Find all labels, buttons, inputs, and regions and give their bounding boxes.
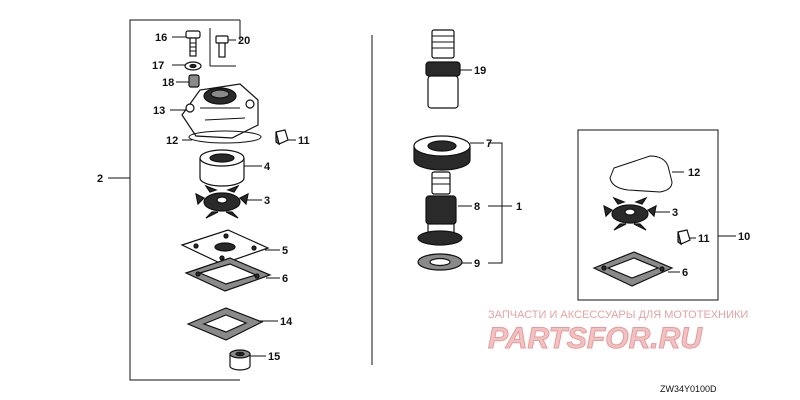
impeller-3-left	[195, 184, 249, 219]
gasket-6-left	[184, 257, 272, 292]
washer-17	[184, 61, 202, 71]
key-11	[275, 129, 289, 146]
shaft-19	[425, 29, 461, 109]
pump-housing-13	[181, 83, 259, 139]
watermark-tagline: ЗАПЧАСТИ И АКСЕССУАРЫ ДЛЯ МОТОТЕХНИКИ	[488, 309, 748, 321]
callout-14: 14	[280, 316, 293, 328]
callout-19: 19	[474, 65, 486, 77]
collar-15	[229, 349, 251, 371]
callout-7: 7	[486, 138, 492, 150]
watermark-logo: PARTSFOR.RU	[488, 322, 703, 355]
gasket-6-right	[592, 251, 674, 287]
callout-5: 5	[282, 245, 288, 257]
callout-1: 1	[516, 201, 522, 213]
callout-15: 15	[268, 351, 280, 363]
bolt-16	[185, 30, 201, 57]
callout-16: 16	[155, 32, 167, 44]
callout-11-right: 11	[698, 233, 710, 245]
callout-3-left: 3	[264, 195, 270, 207]
plate-5	[180, 229, 270, 265]
callout-17: 17	[152, 60, 164, 72]
washer-9	[417, 253, 463, 271]
callout-8: 8	[474, 201, 480, 213]
callout-6-left: 6	[282, 273, 288, 285]
seal-7	[413, 135, 471, 171]
callout-10: 10	[738, 231, 750, 243]
shaft-8	[417, 171, 463, 246]
impeller-3-right	[603, 196, 657, 231]
callout-6-right: 6	[682, 267, 688, 279]
bolt-20	[215, 35, 229, 58]
callout-12-right: 12	[688, 167, 700, 179]
callout-13: 13	[153, 105, 165, 117]
group-2-bracket	[129, 19, 240, 381]
callout-11-left: 11	[298, 135, 310, 147]
key-11-right	[677, 229, 691, 246]
callout-4: 4	[264, 161, 271, 173]
callout-12-left: 12	[166, 135, 178, 147]
liner-4	[199, 149, 245, 187]
callout-18: 18	[162, 77, 174, 89]
group-1-bracket	[488, 142, 503, 264]
gasket-12-right	[609, 155, 673, 193]
callout-9: 9	[474, 258, 480, 270]
gasket-12	[188, 130, 262, 144]
diagram-code: ZW34Y0100D	[660, 384, 717, 394]
callout-2: 2	[97, 173, 103, 185]
callout-20: 20	[238, 35, 250, 47]
callout-3-right: 3	[672, 207, 678, 219]
collar-18	[188, 74, 200, 88]
group-10-box	[577, 129, 719, 301]
gasket-14	[186, 307, 264, 341]
